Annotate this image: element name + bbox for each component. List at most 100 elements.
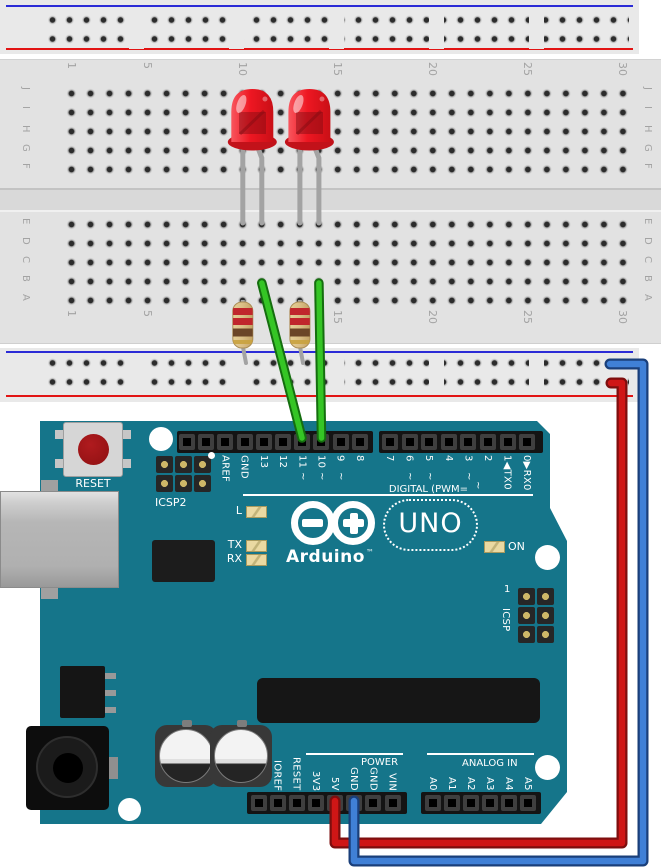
header-pin	[500, 795, 517, 811]
row-letter: A	[642, 294, 653, 301]
col-number: 30	[616, 310, 629, 324]
power-jack-barrel	[36, 736, 98, 798]
header-pin	[481, 795, 498, 811]
digital-pin-label: 9	[334, 455, 346, 462]
row-letter: E	[20, 218, 31, 225]
header-pin	[307, 795, 324, 811]
digital-pin-label: 0▶RX0	[521, 455, 533, 491]
digital-pin-label: 8	[353, 455, 365, 462]
col-number: 30	[616, 62, 629, 76]
header-pin	[537, 607, 554, 624]
pwm-tilde: ~	[424, 472, 435, 481]
digital-pin-label: 1◀TX0	[501, 455, 513, 490]
row-letter: D	[642, 237, 653, 245]
header-pin	[462, 795, 479, 811]
rail-gap	[129, 354, 144, 392]
digital-pin-label: 3	[462, 455, 474, 462]
mounting-hole	[118, 798, 141, 821]
row-letter: I	[642, 106, 653, 109]
row-letter: B	[20, 275, 31, 282]
led-rx-label: RX	[226, 552, 242, 565]
regulator-leg	[105, 690, 116, 696]
digital-pin-label: 4	[442, 455, 454, 462]
digital-pin-label: AREF	[219, 455, 231, 483]
icsp-label: ICSP	[500, 608, 511, 632]
row-letter: C	[20, 256, 31, 263]
capacitor-1	[159, 729, 213, 783]
header-pin	[519, 434, 536, 450]
power-pin-label: RESET	[290, 757, 302, 791]
power-pin-label: IOREF	[271, 759, 283, 791]
header-pin	[460, 434, 477, 450]
header-pin	[401, 434, 418, 450]
reset-button-leg	[55, 459, 64, 468]
row-letter: I	[20, 106, 31, 109]
usb-interface-chip	[152, 540, 215, 582]
header-pin	[250, 795, 267, 811]
rail-gap	[129, 11, 144, 49]
power-pin-label: VIN	[386, 772, 398, 791]
digital-pin-label: GND	[238, 455, 250, 479]
digital-pin-label: 7	[384, 455, 395, 462]
col-number: 20	[426, 62, 439, 76]
rail-gap	[329, 354, 344, 392]
rail-gap	[229, 354, 244, 392]
rail-gap	[229, 11, 244, 49]
atmega-chip	[257, 678, 540, 723]
row-letter: F	[20, 163, 31, 169]
header-pin	[175, 475, 192, 492]
header-pin	[443, 795, 460, 811]
usb-tab-bottom	[41, 587, 58, 599]
col-number: 5	[141, 310, 154, 317]
power-pin-label: 3V3	[309, 770, 321, 791]
icsp2-pin1-dot	[208, 452, 215, 459]
capacitor-tab	[182, 720, 192, 727]
silkscreen-line-analog	[427, 753, 534, 755]
led-tx-indicator	[246, 540, 267, 552]
header-pin	[255, 434, 272, 450]
digital-pin-label: 2	[482, 455, 493, 462]
rail-gap	[429, 354, 444, 392]
reset-button-leg	[122, 459, 131, 468]
col-number: 20	[426, 310, 439, 324]
mounting-hole	[535, 545, 560, 570]
top-rail-blue-line	[6, 5, 633, 7]
header-pin	[421, 434, 438, 450]
header-pin	[440, 434, 457, 450]
digital-pin-label: 6	[403, 455, 415, 462]
col-number: 10	[236, 310, 249, 324]
row-letter: J	[642, 87, 653, 90]
icsp2-label: ICSP2	[155, 496, 187, 509]
digital-pin-label: 11	[296, 455, 308, 469]
led-tx-label: TX	[227, 538, 242, 551]
header-pin	[194, 475, 211, 492]
header-pin	[275, 434, 291, 450]
usb-tab-top	[41, 480, 58, 492]
pwm-tilde: ~	[404, 472, 415, 481]
header-pin	[424, 795, 441, 811]
analog-in-label: ANALOG IN	[462, 758, 518, 769]
col-number: 15	[331, 310, 344, 324]
row-letter: G	[642, 144, 653, 152]
power-pin-label: GND	[348, 767, 360, 791]
header-pin	[382, 434, 398, 450]
row-letter: F	[642, 163, 653, 169]
row-letter: E	[642, 218, 653, 225]
analog-pin-label: A2	[465, 777, 476, 791]
header-pin	[518, 607, 535, 624]
reset-button-cap	[78, 434, 109, 465]
voltage-regulator	[60, 666, 105, 718]
col-number: 5	[141, 62, 154, 69]
led-rx-indicator	[246, 554, 267, 566]
capacitor-2	[214, 729, 268, 783]
analog-pin-label: A3	[484, 777, 495, 791]
power-pin-label: GND	[367, 767, 379, 791]
header-pin	[499, 434, 516, 450]
digital-pin-label: 12	[277, 455, 289, 469]
col-number: 1	[65, 62, 78, 69]
row-letter: C	[642, 256, 653, 263]
header-pin	[480, 434, 496, 450]
bottom-rail-blue-line	[6, 351, 633, 353]
col-number: 15	[331, 62, 344, 76]
header-pin	[179, 434, 195, 450]
